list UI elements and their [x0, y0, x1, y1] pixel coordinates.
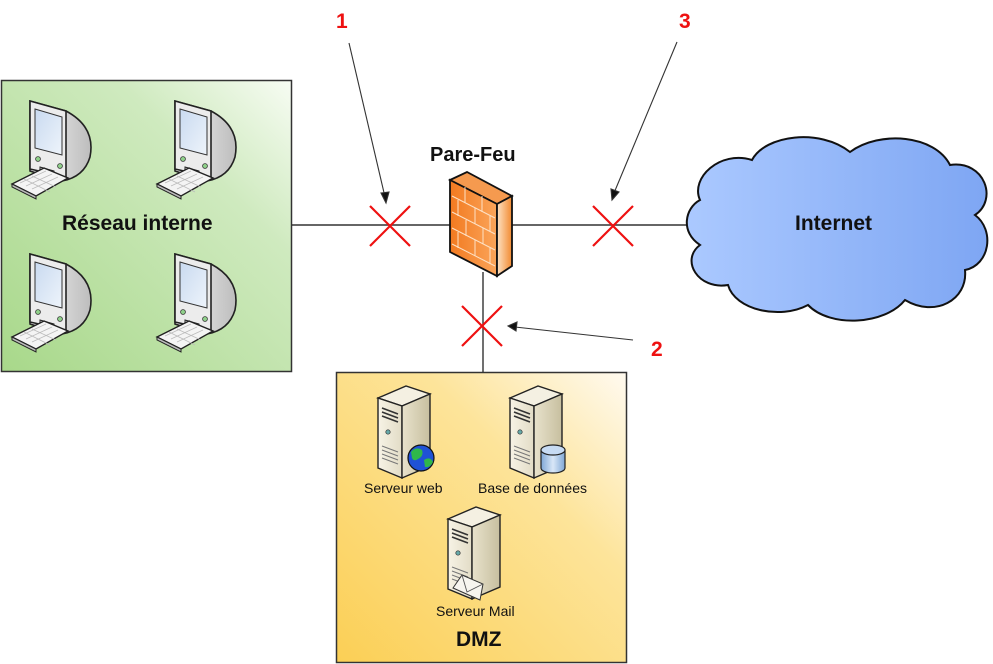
block-marker-2	[461, 305, 503, 347]
dmz-zone	[335, 371, 628, 664]
callout-arrow-3	[610, 41, 678, 202]
internet-label: Internet	[795, 212, 873, 235]
database-server-label: Base de données	[478, 480, 587, 496]
internal-network-zone	[0, 79, 293, 373]
callout-label-1: 1	[336, 10, 348, 33]
mail-server	[447, 506, 501, 601]
database-icon	[540, 444, 566, 474]
internal-network-title: Réseau interne	[62, 212, 213, 235]
web-server	[377, 385, 435, 479]
connection-lines	[292, 224, 695, 372]
firewall-label: Pare-Feu	[430, 144, 516, 166]
callout-label-2: 2	[651, 338, 663, 361]
mail-server-label: Serveur Mail	[436, 603, 515, 619]
globe-icon	[407, 444, 435, 472]
callout-arrow-2	[506, 321, 634, 341]
database-server	[509, 385, 566, 479]
callout-arrow-1	[348, 42, 390, 205]
block-marker-1	[369, 205, 411, 247]
envelope-icon	[452, 574, 484, 601]
internet-cloud	[685, 136, 989, 322]
block-marker-3	[592, 205, 634, 247]
dmz-title: DMZ	[456, 628, 502, 651]
web-server-label: Serveur web	[364, 480, 443, 496]
callout-label-3: 3	[679, 10, 691, 33]
firewall-icon	[447, 170, 514, 278]
